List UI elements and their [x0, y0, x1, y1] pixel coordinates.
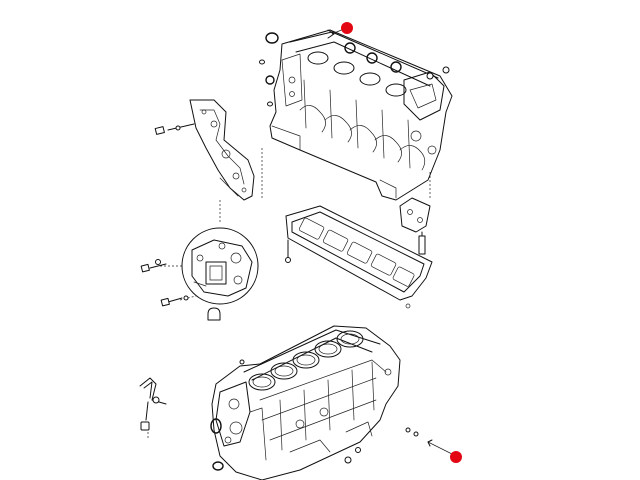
inset-screws [140, 259, 221, 321]
upper-cylinder-block [269, 29, 453, 201]
dipstick-tube-bracket [139, 377, 167, 440]
mounting-bracket [399, 197, 431, 255]
dowel-stud [285, 239, 291, 263]
timing-cover-plate [189, 99, 255, 201]
lower-cylinder-block [211, 325, 401, 480]
cylinder-head-gasket [285, 205, 433, 309]
callout-bottom [427, 439, 462, 463]
upper-block-seal-rings [259, 32, 450, 107]
cover-bolts [154, 123, 195, 135]
callout-top [327, 22, 353, 39]
detail-inset-circle [181, 227, 259, 305]
lower-block-seal-rings [210, 359, 419, 471]
callout-bottom-marker [450, 451, 462, 463]
callout-top-marker [341, 22, 353, 34]
